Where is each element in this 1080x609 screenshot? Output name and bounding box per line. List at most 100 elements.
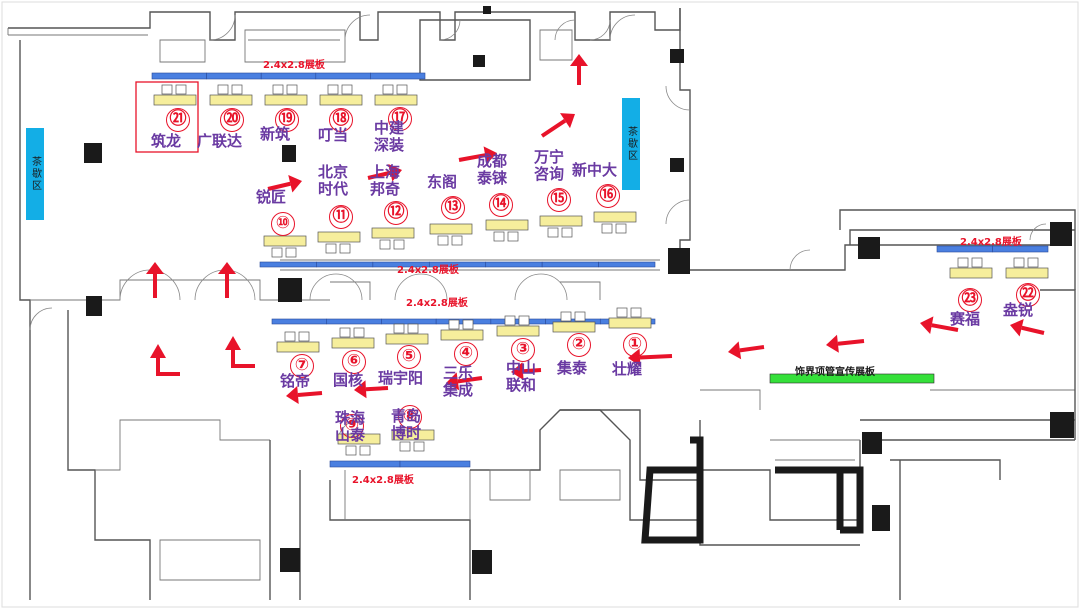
desk-chair — [504, 315, 516, 326]
booth-desk — [263, 235, 307, 258]
flow-arrow — [511, 362, 542, 381]
desk-chair — [285, 247, 297, 258]
arrow-head — [511, 362, 524, 381]
tea-break-area-right: 茶歇区 — [622, 98, 640, 190]
arrow-shaft — [522, 368, 542, 374]
booth-name-21: 筑龙 — [151, 132, 182, 150]
booth-desk — [429, 223, 473, 246]
booth-number-23: ㉓ — [958, 288, 982, 312]
booth-name-6: 国核 — [333, 371, 364, 389]
arrow-shaft — [739, 345, 765, 353]
flow-arrow — [367, 163, 402, 182]
arrow-head — [146, 262, 164, 274]
display-board-segment — [316, 261, 374, 268]
arrow-head — [560, 113, 575, 129]
arrow-head — [1010, 318, 1024, 337]
booth-name-10: 锐匠 — [256, 188, 287, 206]
booth-name-13: 东阁 — [427, 173, 458, 191]
flow-arrow — [458, 146, 497, 165]
booth-number-7: ⑦ — [290, 354, 314, 378]
booth-number-22: ㉒ — [1016, 283, 1040, 307]
arrow-shaft — [267, 181, 291, 191]
display-board-segment — [992, 245, 1049, 253]
arrow-shaft — [1021, 325, 1045, 335]
desk-table — [440, 329, 484, 341]
desk-table — [1005, 267, 1049, 279]
booth-name-5: 瑞宇阳 — [378, 369, 424, 387]
booth-desk — [552, 311, 596, 333]
flow-arrow — [540, 113, 575, 138]
flow-arrow — [446, 372, 483, 391]
display-board-segment — [399, 460, 471, 468]
desk-chair — [327, 84, 339, 95]
arrow-shaft — [540, 118, 567, 138]
desk-table — [385, 333, 429, 345]
display-board-segment — [381, 318, 437, 325]
desk-chair — [396, 84, 408, 95]
desk-chair — [507, 231, 519, 242]
booth-number-16: ⑯ — [596, 184, 620, 208]
booth-name-15: 万宁咨询 — [533, 148, 564, 183]
desk-chair — [437, 235, 449, 246]
arrow-head — [225, 336, 241, 350]
flow-arrow — [218, 262, 236, 298]
display-board-segment — [370, 72, 426, 80]
display-board-segment — [206, 72, 262, 80]
desk-chair — [272, 84, 284, 95]
booth-number-14: ⑭ — [489, 193, 513, 217]
booth-name-2: 集泰 — [557, 359, 588, 377]
flow-arrow — [354, 380, 389, 399]
booth-name-16: 新中大 — [572, 161, 618, 179]
booth-desk — [374, 84, 418, 106]
booth-number-18: ⑱ — [329, 108, 353, 132]
flow-arrow — [286, 386, 323, 404]
desk-chair — [413, 441, 425, 452]
display-board-segment — [260, 72, 317, 80]
desk-table — [264, 94, 308, 106]
booth-number-3: ③ — [511, 338, 535, 362]
booth-desk — [319, 84, 363, 106]
arrow-head — [826, 334, 839, 353]
board-label-top: 2.4x2.8展板 — [263, 60, 325, 71]
desk-chair — [393, 239, 405, 250]
arrow-shaft — [367, 170, 391, 180]
booth-desk — [276, 331, 320, 353]
display-board-segment — [271, 318, 328, 325]
flow-arrow — [267, 174, 302, 193]
display-board-segment — [329, 460, 401, 468]
desk-chair — [616, 307, 628, 318]
desk-table — [608, 317, 652, 329]
booth-number-21: ㉑ — [166, 108, 190, 132]
display-board-segment — [598, 261, 656, 268]
booth-number-6: ⑥ — [342, 350, 366, 374]
desk-chair — [630, 307, 642, 318]
booth-number-17: ⑰ — [388, 107, 412, 131]
arrow-shaft — [231, 350, 255, 368]
desk-table — [374, 94, 418, 106]
booth-number-12: ⑫ — [384, 201, 408, 225]
booth-number-5: ⑤ — [397, 345, 421, 369]
desk-chair — [601, 223, 613, 234]
arrow-head — [920, 316, 934, 335]
tea-break-area-left: 茶歇区 — [26, 128, 44, 220]
desk-chair — [231, 84, 243, 95]
desk-chair — [161, 84, 173, 95]
flow-arrow-elbow — [225, 336, 255, 368]
booth-number-2: ② — [567, 333, 591, 357]
desk-table — [153, 94, 197, 106]
arrow-head — [446, 372, 460, 391]
booth-desks — [153, 84, 1049, 456]
booth-desk — [485, 219, 529, 242]
desk-chair — [353, 327, 365, 338]
display-board-segment — [151, 72, 207, 80]
booth-name-14: 成都泰铼 — [476, 152, 507, 187]
booth-number-15: ⑮ — [547, 188, 571, 212]
booth-number-4: ④ — [454, 342, 478, 366]
booth-name-8: 青岛博时 — [390, 407, 421, 442]
booth-name-4: 三乐集成 — [442, 364, 473, 399]
desk-chair — [271, 247, 283, 258]
booth-name-17: 中建深装 — [373, 119, 404, 154]
desk-table — [949, 267, 993, 279]
